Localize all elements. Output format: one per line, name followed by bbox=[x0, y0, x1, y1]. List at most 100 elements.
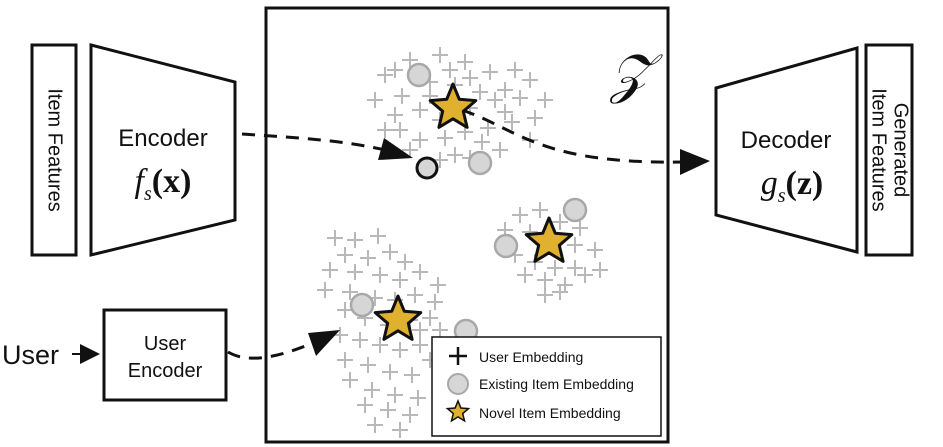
generated-features-line2: Item Features bbox=[868, 88, 890, 211]
user-encoder-box bbox=[102, 308, 228, 402]
user-embedding-point bbox=[382, 364, 398, 380]
user-embedding-point bbox=[592, 262, 608, 278]
encoder-to-latent-arrowhead bbox=[378, 138, 413, 160]
user-encoder-line1: User bbox=[144, 333, 187, 355]
user-embedding-point bbox=[410, 390, 426, 406]
user-embedding-point bbox=[387, 387, 403, 403]
existing-item-embedding-point bbox=[349, 292, 375, 318]
legend-novel-item-embedding: Novel Item Embedding bbox=[479, 405, 621, 421]
item-features-box bbox=[30, 43, 78, 257]
user-embedding-point bbox=[537, 287, 553, 303]
user-embedding-point bbox=[360, 357, 376, 373]
latent-to-decoder-arrowhead bbox=[680, 149, 710, 175]
user-embedding-point bbox=[402, 52, 418, 68]
user-embedding-point bbox=[567, 237, 583, 253]
novel-item-embedding-star bbox=[428, 82, 478, 129]
decoder-label: Decoder bbox=[741, 127, 832, 154]
legend-box bbox=[431, 336, 662, 437]
user-embedding-point bbox=[377, 67, 393, 83]
user-embedding-point bbox=[497, 82, 513, 98]
user-embedding-point bbox=[327, 230, 343, 246]
novel-item-embedding-cluster bbox=[373, 82, 574, 341]
user-embedding-point bbox=[532, 202, 548, 218]
user-embedding-point bbox=[442, 62, 458, 78]
user-embedding-point bbox=[322, 262, 338, 278]
legend-existing-item-embedding: Existing Item Embedding bbox=[479, 376, 634, 392]
user-embedding-point bbox=[577, 267, 593, 283]
user-embedding-point bbox=[402, 407, 418, 423]
user-embedding-point bbox=[457, 54, 473, 70]
legend: User Embedding Existing Item Embedding N… bbox=[431, 336, 662, 437]
user-embedding-point bbox=[412, 322, 428, 338]
user-embedding-point bbox=[402, 142, 418, 158]
user-embedding-point bbox=[360, 250, 376, 266]
existing-item-embedding-point bbox=[467, 150, 493, 176]
latent-space-frame bbox=[264, 6, 670, 444]
user-embedding-point bbox=[482, 64, 498, 80]
user-embedding-point bbox=[537, 272, 553, 288]
legend-user-embedding: User Embedding bbox=[479, 349, 583, 365]
user-embedding-point bbox=[480, 120, 496, 136]
user-embedding-point bbox=[412, 132, 428, 148]
encoder-label: Encoder bbox=[118, 125, 207, 152]
existing-item-embedding-point bbox=[493, 233, 519, 259]
existing-item-embedding-point bbox=[406, 62, 432, 88]
user-embedding-point bbox=[487, 92, 503, 108]
user-label: User bbox=[2, 340, 59, 370]
user-embedding-point bbox=[382, 244, 398, 260]
user-embedding-point bbox=[337, 302, 353, 318]
novel-item-embedding-star bbox=[524, 216, 574, 263]
user-embedding-point bbox=[392, 422, 408, 438]
user-embedding-point bbox=[387, 62, 403, 78]
user-embedding-point bbox=[370, 228, 386, 244]
user-embedding-point bbox=[337, 352, 353, 368]
user-embedding-point bbox=[342, 284, 358, 300]
user-embedding-point bbox=[357, 397, 373, 413]
item-features-label: Item Features bbox=[44, 88, 66, 211]
encoded-item-point bbox=[415, 156, 439, 180]
user-embedding-point bbox=[552, 214, 568, 230]
user-embedding-point bbox=[527, 110, 543, 126]
user-embedding-point bbox=[587, 242, 603, 258]
decoder-formula: gs(z) bbox=[761, 165, 824, 207]
user-embedding-point bbox=[392, 272, 408, 288]
existing-item-embedding-point bbox=[562, 197, 588, 223]
user-embedding-point bbox=[387, 107, 403, 123]
user-embedding-point bbox=[497, 104, 513, 120]
user-embedding-point bbox=[412, 264, 428, 280]
user-embedding-point bbox=[404, 367, 420, 383]
user-embedding-point bbox=[317, 282, 333, 298]
user-embedding-point bbox=[407, 287, 423, 303]
user-embedding-point bbox=[547, 260, 563, 276]
user-embedding-point bbox=[380, 402, 396, 418]
user-embedding-point bbox=[474, 134, 490, 150]
user-embedding-point bbox=[430, 277, 446, 293]
user-embedding-point bbox=[367, 92, 383, 108]
user-embedding-point bbox=[347, 232, 363, 248]
user-embedding-point bbox=[367, 417, 383, 433]
encoder-formula: fs(x) bbox=[135, 163, 192, 205]
user-embedding-point bbox=[572, 220, 588, 236]
user-embedding-point bbox=[412, 337, 428, 353]
existing-item-embedding-cluster bbox=[349, 62, 588, 344]
user-embedding-point bbox=[504, 114, 520, 130]
generated-item-features-box bbox=[864, 43, 914, 257]
user-embedding-point bbox=[352, 332, 368, 348]
user-embedding-point bbox=[432, 47, 448, 63]
user-embedding-point bbox=[392, 122, 408, 138]
user-embedding-point bbox=[337, 247, 353, 263]
user-embedding-point bbox=[342, 372, 358, 388]
user-embedding-point bbox=[447, 147, 463, 163]
user-encoder-to-latent-arrow bbox=[227, 343, 309, 360]
user-embedding-point bbox=[422, 310, 438, 326]
user-embedding-point bbox=[377, 122, 393, 138]
generated-features-line1: Generated bbox=[890, 103, 912, 198]
novel-item-embedding-star bbox=[373, 294, 423, 341]
latent-to-decoder-arrow bbox=[461, 108, 689, 164]
user-embedding-point bbox=[347, 264, 363, 280]
user-embedding-point bbox=[437, 130, 453, 146]
user-embedding-point bbox=[552, 284, 568, 300]
user-embedding-point bbox=[394, 88, 410, 104]
decoder-block bbox=[714, 46, 859, 254]
user-encoder-line2: Encoder bbox=[128, 360, 203, 382]
